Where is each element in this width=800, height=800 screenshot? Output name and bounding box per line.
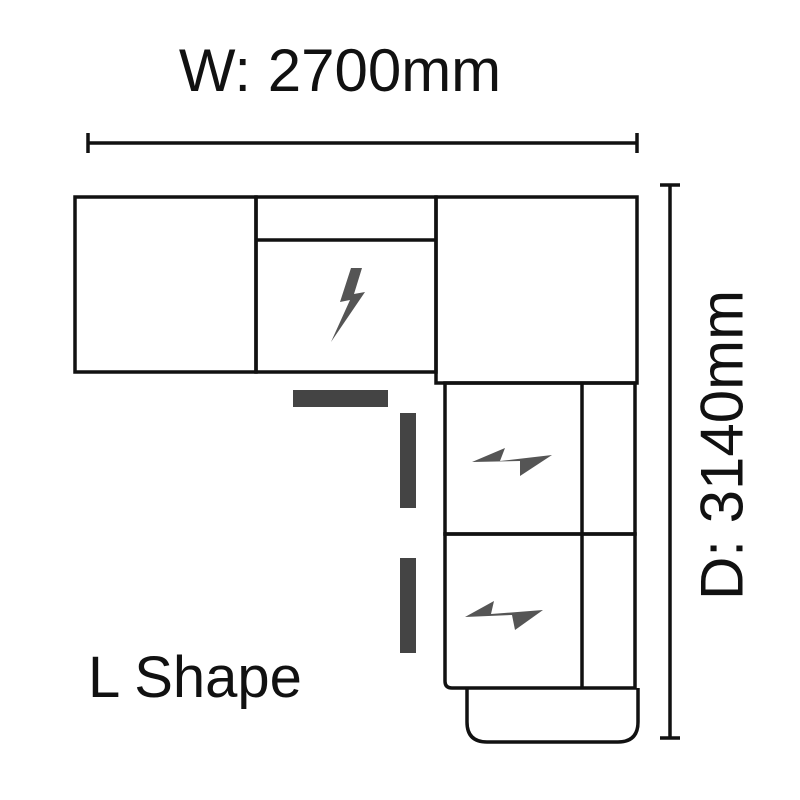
reclining-range-dashes <box>293 390 416 653</box>
power-lightning-icon <box>465 601 543 630</box>
power-lightning-icon <box>331 268 365 342</box>
left-seat-module <box>73 195 258 374</box>
width-dimension-line <box>86 133 639 153</box>
shape-label: L Shape <box>88 645 302 710</box>
depth-label: D: 3140mm <box>688 289 756 601</box>
corner-module <box>434 195 639 385</box>
width-label: W: 2700mm <box>178 37 502 104</box>
power-lightning-icon <box>472 448 552 476</box>
right-power-seat-lower <box>443 532 637 690</box>
footrest <box>465 688 640 744</box>
depth-dimension-line <box>660 183 680 740</box>
